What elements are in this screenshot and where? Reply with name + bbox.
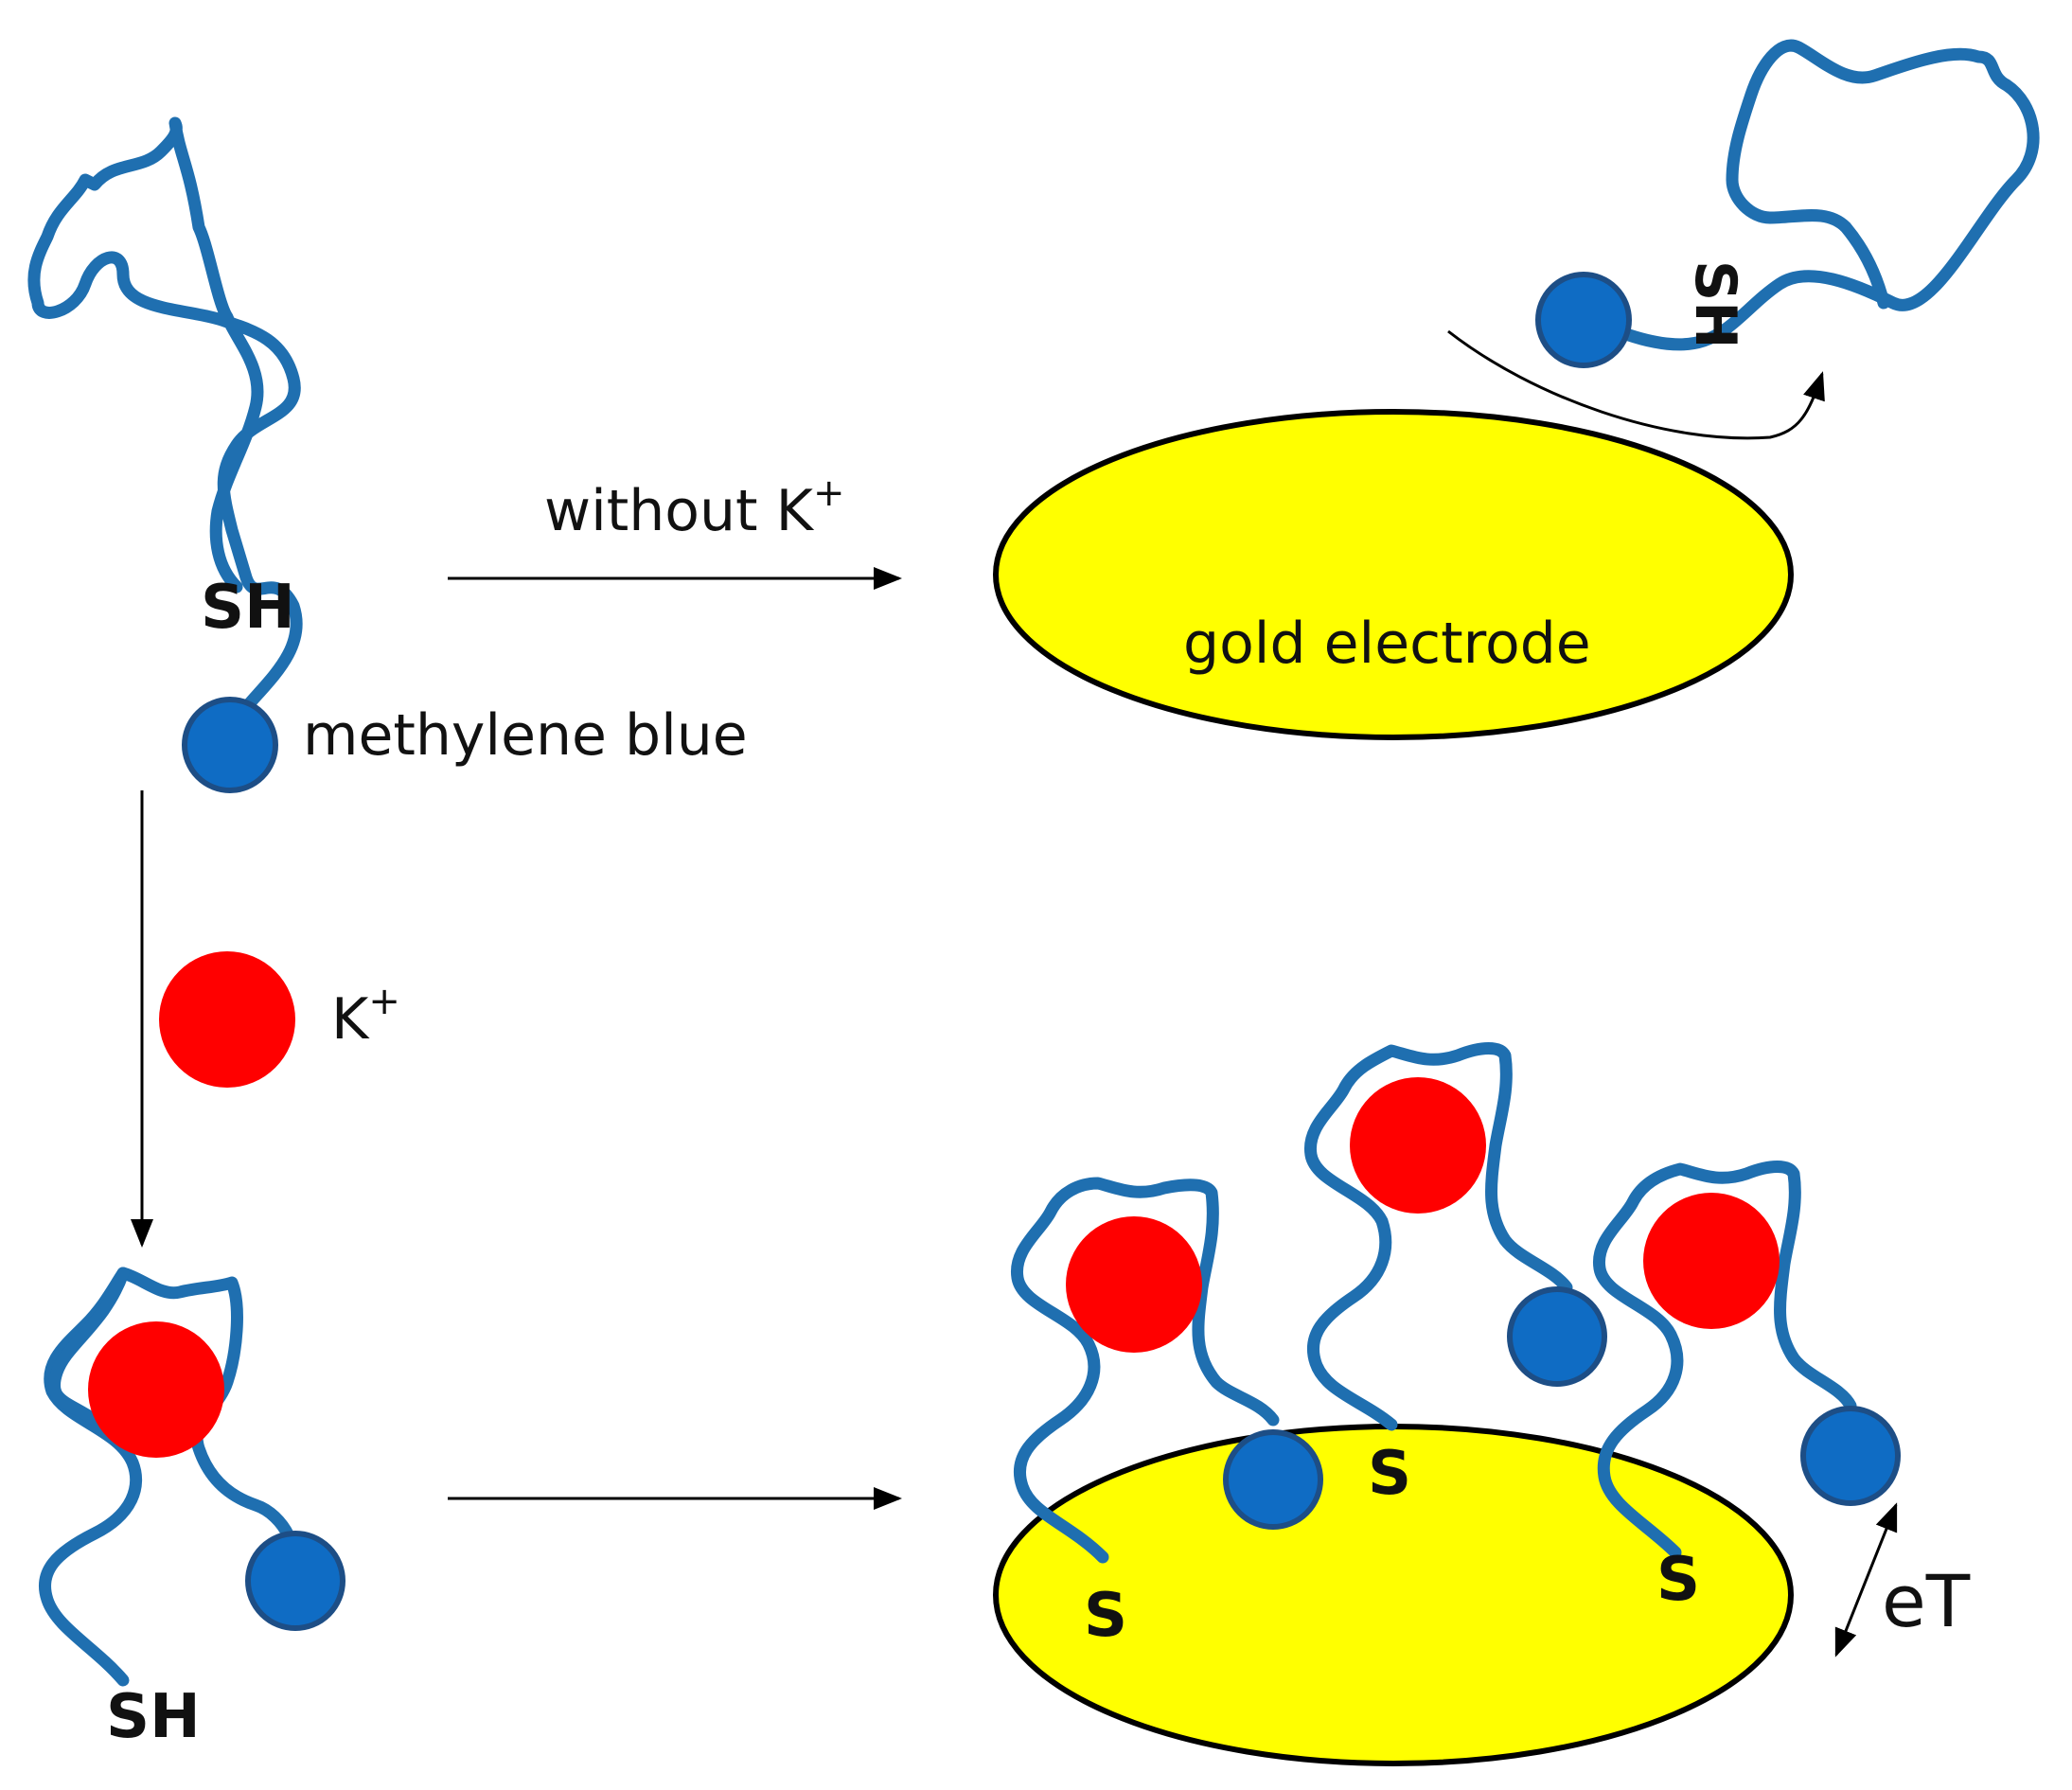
detached-aptamer-strand	[1588, 39, 2040, 351]
methylene-blue-ball-bound-3	[1800, 1406, 1901, 1506]
sulfur-label-3: S	[1656, 1545, 1700, 1615]
without-k-label: without K+	[544, 471, 845, 544]
methylene-blue-ball-top-left	[182, 697, 278, 793]
thiol-label-top-left: SH	[201, 573, 295, 643]
sulfur-label-2: S	[1368, 1439, 1411, 1509]
bound-aptamer-2-strand	[1304, 1042, 1573, 1431]
gold-electrode-top	[993, 409, 1794, 740]
bound-aptamer-3-strand	[1593, 1161, 1857, 1559]
potassium-ion-folded	[88, 1321, 224, 1458]
potassium-ion-bound-3	[1643, 1193, 1780, 1329]
bound-aptamer-3	[1593, 1161, 1857, 1559]
folded-aptamer-strand-back	[47, 1267, 130, 1427]
methylene-blue-label: methylene blue	[303, 702, 748, 769]
aptamer-strand	[27, 116, 303, 745]
methylene-blue-ball-folded	[245, 1531, 345, 1631]
potassium-ion-label: K+	[331, 980, 400, 1053]
methylene-blue-ball-bound-2	[1507, 1286, 1607, 1387]
electron-transfer-label: eT	[1882, 1559, 1971, 1643]
thiol-label-detached: SH	[1682, 260, 1748, 348]
methylene-blue-ball-bound-1	[1223, 1429, 1323, 1530]
potassium-ion-ball	[159, 951, 295, 1088]
potassium-ion-bound-1	[1066, 1216, 1202, 1353]
sulfur-label-1: S	[1084, 1581, 1127, 1651]
methylene-blue-ball-detached	[1535, 272, 1632, 368]
gold-electrode-label: gold electrode	[1183, 611, 1591, 677]
thiol-label-bottom-left: SH	[106, 1682, 201, 1752]
curved-release-arrow	[1447, 329, 1825, 440]
folded-aptamer	[38, 1267, 303, 1687]
bound-aptamer-2	[1304, 1042, 1573, 1431]
potassium-ion-bound-2	[1350, 1077, 1486, 1214]
unfolded-aptamer	[27, 116, 303, 745]
detached-aptamer	[1588, 39, 2040, 351]
electron-transfer-arrow	[1834, 1502, 1898, 1657]
